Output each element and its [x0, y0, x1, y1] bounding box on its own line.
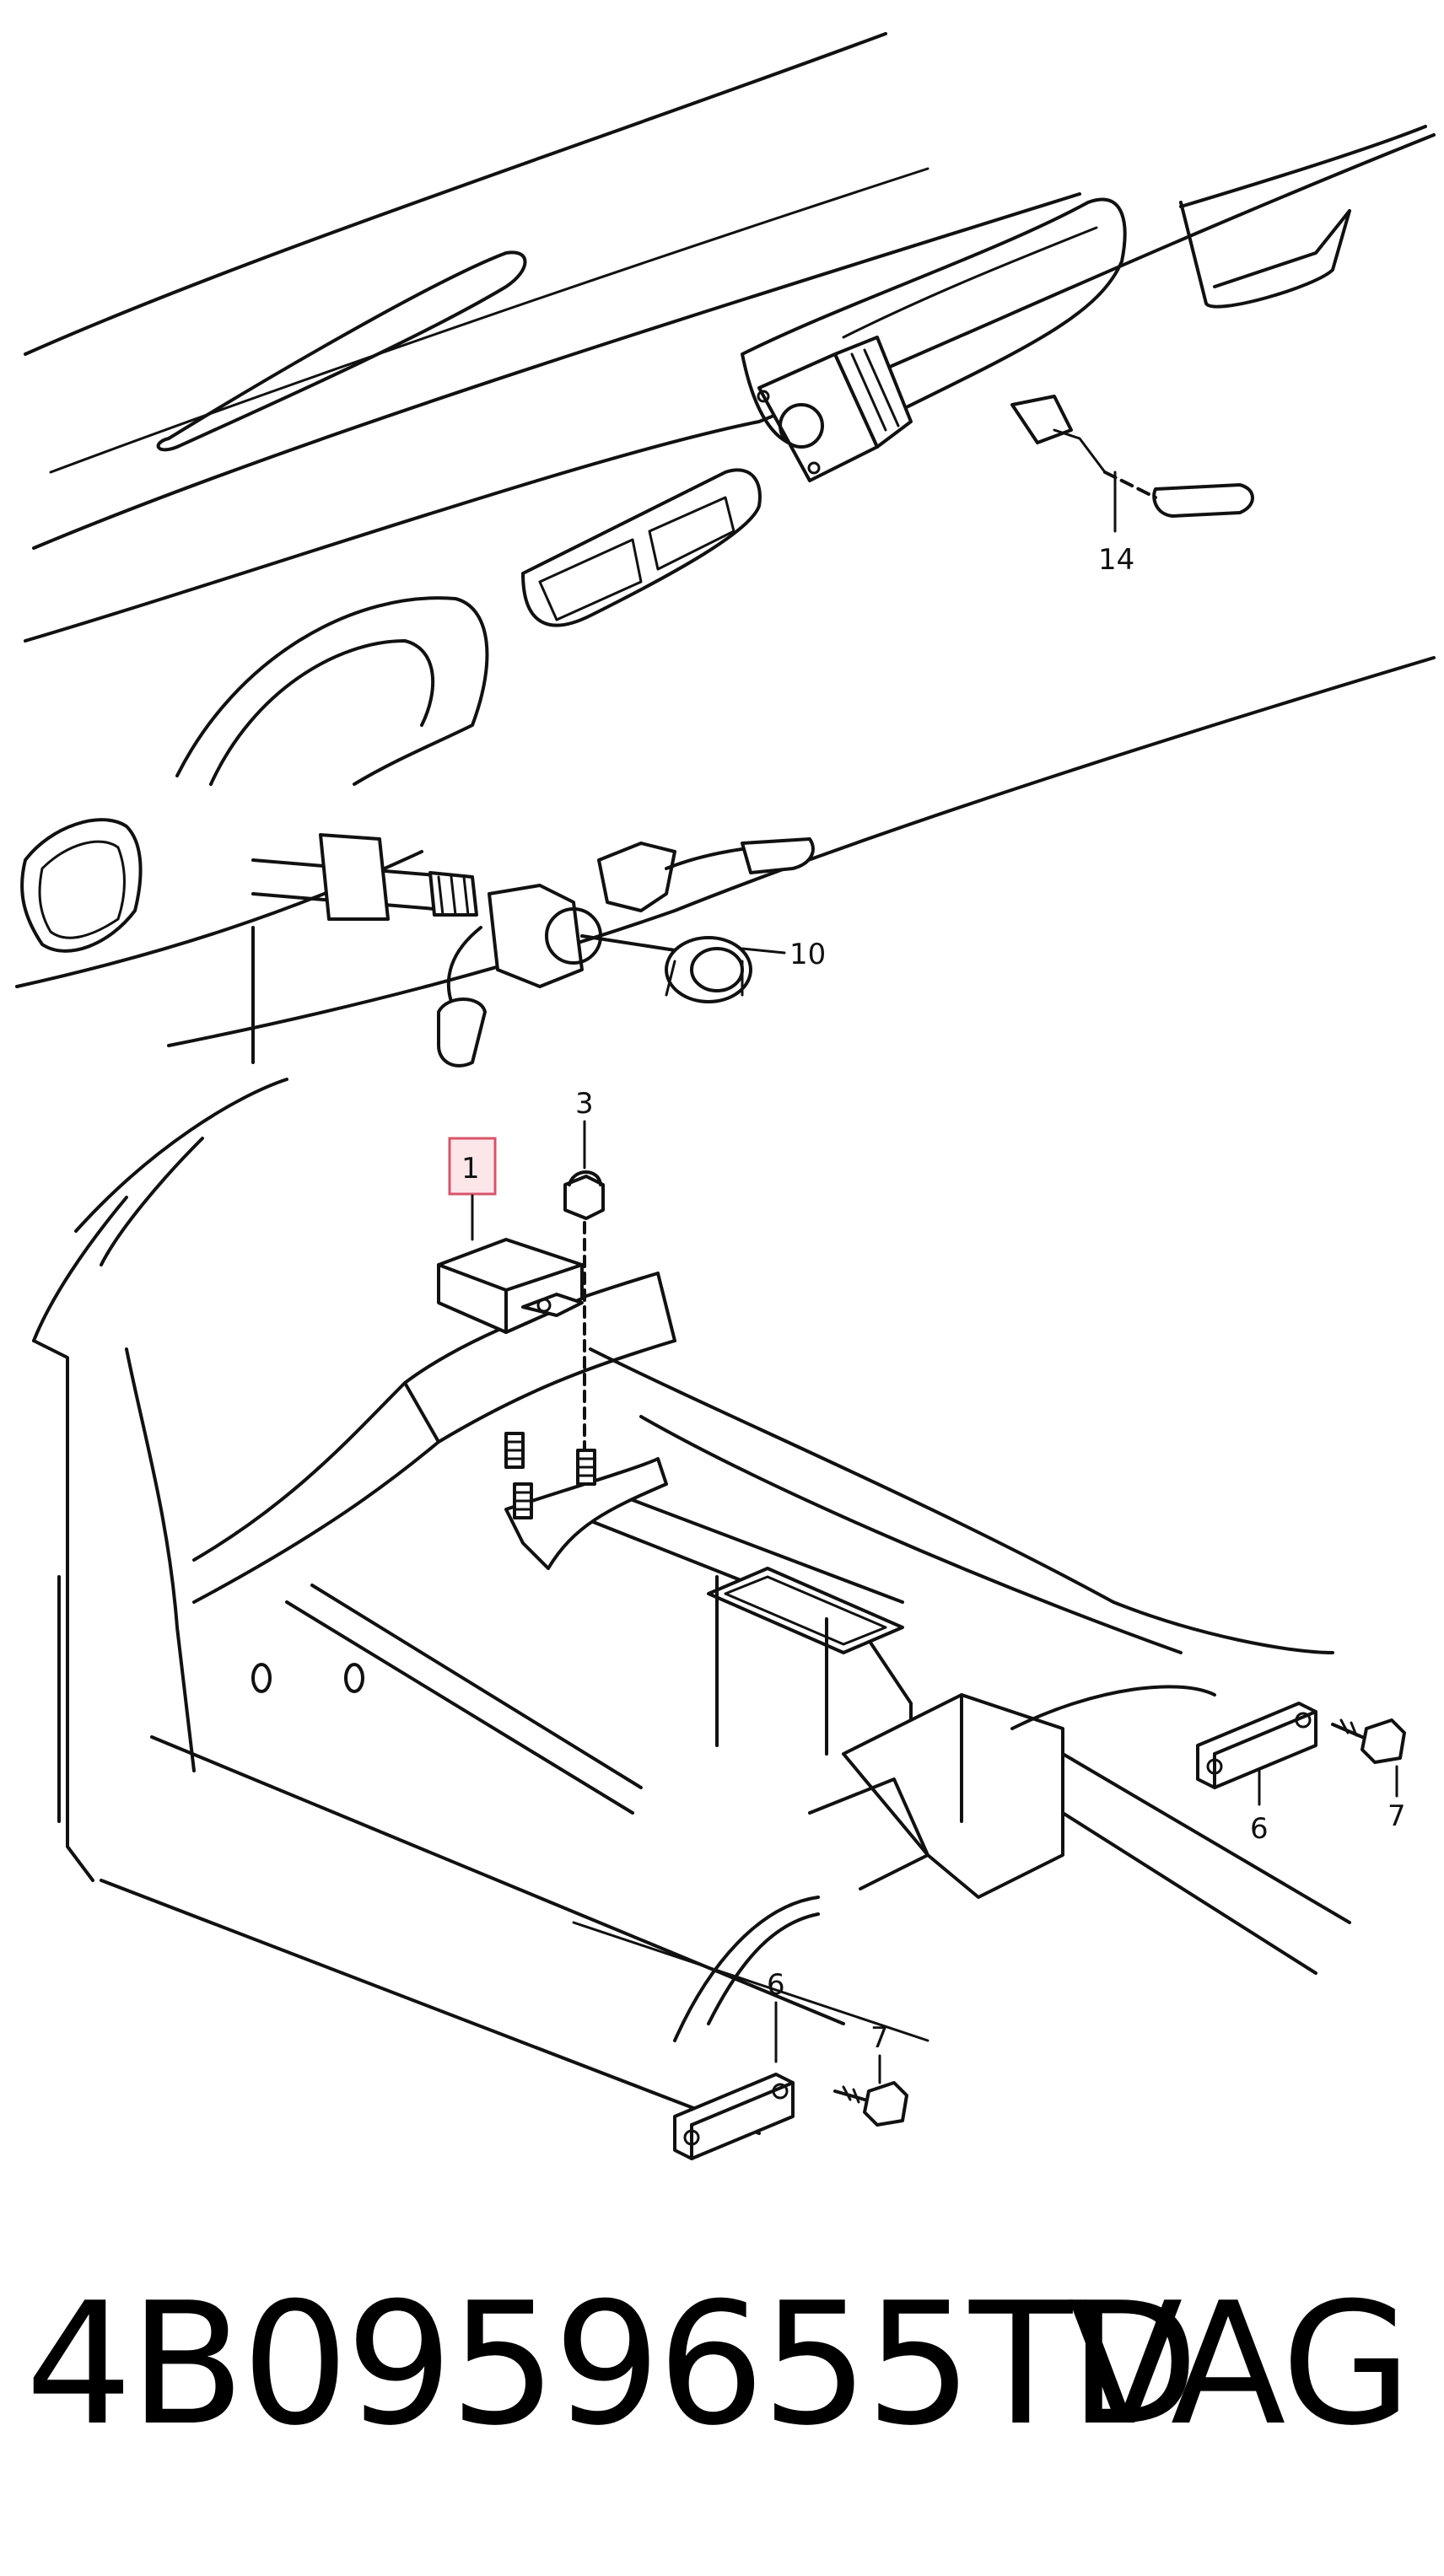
callout-label-14: 14: [1098, 543, 1134, 577]
brand-name: VAG: [1067, 2267, 1412, 2463]
side-crash-sensor-right: [1196, 1702, 1317, 1789]
floor-pan-illustration: [32, 1078, 1351, 2135]
callout-7-left: 7: [870, 2021, 889, 2084]
callout-7-right: 7: [1387, 1765, 1406, 1833]
exploded-parts-diagram: 14 10 3 1 6 7 6 7: [15, 32, 1436, 2160]
bolt-right: [1331, 1718, 1406, 1764]
side-crash-sensor-left: [673, 2073, 795, 2160]
part-number: 4B0959655TD: [25, 2267, 1199, 2463]
callout-label-10: 10: [789, 938, 826, 971]
callout-1: 1: [448, 1137, 497, 1241]
callout-6-right: 6: [1250, 1769, 1269, 1846]
part-number-bar: 4B0959655TD VAG: [0, 2268, 1444, 2462]
callout-3: 3: [575, 1087, 594, 1170]
mounting-studs: [504, 1170, 605, 1519]
callout-label-6-left: 6: [767, 1968, 785, 2002]
callout-highlight-box: [448, 1137, 497, 1196]
airbag-control-unit: [437, 1238, 584, 1334]
bolt-left: [833, 2081, 908, 2127]
dashboard-illustration: [15, 32, 1436, 1068]
callout-label-7-left: 7: [870, 2021, 889, 2055]
callout-label-1: 1: [461, 1152, 480, 1186]
callout-14: 14: [1098, 471, 1134, 577]
callout-10: 10: [741, 938, 826, 971]
callout-label-7-right: 7: [1387, 1799, 1406, 1833]
callout-6-left: 6: [767, 1968, 785, 2063]
callout-label-3: 3: [575, 1087, 594, 1121]
callout-label-6-right: 6: [1250, 1812, 1269, 1846]
